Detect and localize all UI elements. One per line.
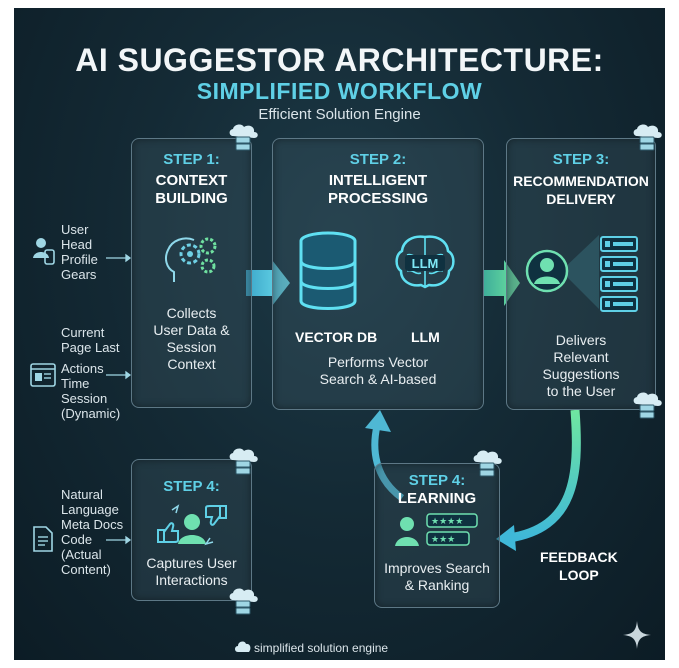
- cloud-server-icon: [229, 588, 258, 615]
- page-input-5: Session: [61, 391, 108, 406]
- page-tagline: Efficient Solution Engine: [258, 106, 421, 123]
- step2-desc-1: Performs Vector: [327, 354, 429, 370]
- step2-desc-2: Search & AI-based: [319, 371, 437, 387]
- step3-desc-3: Suggestions: [542, 366, 620, 382]
- step1-title-line1: CONTEXT: [155, 172, 228, 189]
- page-input-list: Current Page Last Actions Time Session (…: [61, 325, 120, 421]
- cloud-server-icon: [473, 450, 502, 477]
- vector-db-label: VECTOR DB: [295, 329, 378, 345]
- step1-title-line2: BUILDING: [155, 190, 228, 207]
- page-input-4: Time: [61, 376, 90, 391]
- document-icon: [33, 526, 53, 552]
- step2-title-line1: INTELLIGENT: [328, 172, 428, 189]
- connector-arrows: [106, 253, 581, 551]
- step4a-desc-2: Interactions: [155, 572, 228, 588]
- step1-desc-2: User Data &: [153, 322, 230, 338]
- step3-heading: STEP 3:: [552, 151, 610, 168]
- docs-input-5: (Actual: [61, 547, 102, 562]
- browser-icon: [30, 363, 56, 387]
- docs-input-4: Code: [61, 532, 93, 547]
- step1-desc-4: Context: [167, 356, 216, 372]
- step3-box: STEP 3: RECOMMENDATION DELIVERY Delivers…: [506, 138, 656, 410]
- step4a-desc-1: Captures User: [146, 555, 237, 571]
- step1-desc-3: Session: [166, 339, 217, 355]
- docs-input-3: Meta Docs: [61, 517, 124, 532]
- thumbs-icon: [157, 504, 227, 546]
- page-input-1: Current: [61, 325, 105, 340]
- page-input-2: Page Last: [61, 340, 120, 355]
- arrow-step2-step3: [484, 260, 520, 306]
- cloud-server-icon: [633, 392, 662, 419]
- step3-title-line1: RECOMMENDATION: [513, 173, 649, 189]
- input-arrows: [106, 253, 132, 545]
- rating-stars-icon: ★★★★ ★★★: [395, 513, 478, 546]
- step4-learning-box: STEP 4: LEARNING ★★★★ ★★★ Improves Searc…: [374, 463, 500, 608]
- step1-heading: STEP 1:: [163, 151, 220, 168]
- user-input-4: Gears: [61, 267, 97, 282]
- step2-title-line2: PROCESSING: [327, 190, 429, 207]
- page-input-6: (Dynamic): [61, 406, 121, 421]
- llm-label: LLM: [411, 329, 440, 345]
- user-input-2: Head: [61, 237, 93, 252]
- svg-text:★★★★: ★★★★: [431, 517, 463, 527]
- step1-box: STEP 1: CONTEXT BUILDING Collects User D…: [131, 138, 252, 408]
- step1-desc-1: Collects: [166, 305, 217, 321]
- feedback-line1: FEEDBACK: [540, 549, 618, 565]
- user-input-list: User Head Profile Gears: [61, 222, 98, 282]
- page-title: AI SUGGESTOR ARCHITECTURE:: [75, 42, 604, 78]
- gears-head-icon: [165, 237, 217, 282]
- cloud-server-icon: [229, 448, 258, 475]
- cloud-server-icon: [633, 124, 662, 151]
- svg-text:★★★: ★★★: [431, 535, 455, 545]
- llm-icon-text: LLM: [412, 256, 439, 271]
- step2-heading: STEP 2:: [349, 151, 407, 168]
- user-list-icon: [525, 235, 638, 312]
- step4b-desc-2: & Ranking: [404, 577, 470, 593]
- step2-box: STEP 2: INTELLIGENT PROCESSING LLM VECTO…: [272, 138, 484, 410]
- user-icon: [33, 238, 55, 265]
- docs-input-6: Content): [61, 562, 111, 577]
- arrow-feedback-loop: [508, 409, 581, 543]
- docs-input-1: Natural: [61, 487, 103, 502]
- docs-input-list: Natural Language Meta Docs Code (Actual …: [61, 487, 123, 577]
- diagram-canvas: AI SUGGESTOR ARCHITECTURE: SIMPLIFIED WO…: [14, 8, 665, 660]
- user-input-1: User: [61, 222, 89, 237]
- brain-llm-icon: LLM: [395, 235, 455, 289]
- step3-desc-4: to the User: [546, 383, 616, 399]
- feedback-loop-label: FEEDBACK LOOP: [540, 548, 618, 584]
- step3-title-line2: DELIVERY: [546, 191, 616, 207]
- step4b-title: LEARNING: [397, 490, 477, 507]
- user-input-3: Profile: [61, 252, 98, 267]
- page-input-3: Actions: [61, 361, 104, 376]
- step4b-heading: STEP 4:: [408, 472, 466, 489]
- sparkle-icon: [623, 621, 651, 649]
- arrow-step1-step2: [246, 260, 290, 306]
- page-subtitle: SIMPLIFIED WORKFLOW: [196, 78, 483, 104]
- step3-desc-1: Delivers: [555, 332, 607, 348]
- step4b-desc-1: Improves Search: [384, 560, 490, 576]
- database-icon: [299, 231, 357, 310]
- docs-input-2: Language: [61, 502, 119, 517]
- footer-cloud-icon: [235, 641, 251, 652]
- arrow-learning-step2: [371, 425, 405, 501]
- feedback-line2: LOOP: [559, 567, 599, 583]
- step4a-heading: STEP 4:: [163, 478, 220, 495]
- footer-text: simplified solution engine: [254, 641, 389, 655]
- step4-capture-box: STEP 4: Captures User Interactions: [131, 459, 252, 601]
- cloud-server-icon: [229, 124, 258, 151]
- step3-desc-2: Relevant: [553, 349, 609, 365]
